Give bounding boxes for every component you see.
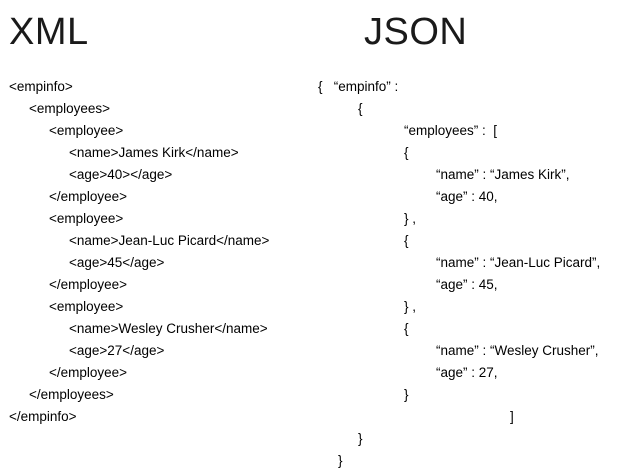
code-line: <name>Jean-Luc Picard</name> <box>69 233 270 248</box>
code-line: } <box>338 453 343 468</box>
code-line: } <box>404 387 409 402</box>
code-line: ] <box>510 409 514 424</box>
code-line: </empinfo> <box>9 409 77 424</box>
code-line: } , <box>404 211 417 226</box>
code-line: </employee> <box>49 365 128 380</box>
code-line: “age” : 27, <box>436 365 498 380</box>
code-line: <employee> <box>49 123 124 138</box>
code-line: “age” : 45, <box>436 277 498 292</box>
xml-heading: XML <box>9 11 89 53</box>
code-line: <age>45</age> <box>69 255 165 270</box>
code-line: { <box>358 101 363 116</box>
code-line: </employee> <box>49 277 128 292</box>
code-line: “employees” : [ <box>404 123 498 138</box>
code-line: <employees> <box>29 101 111 116</box>
code-line: <employee> <box>49 299 124 314</box>
code-line: “name” : “James Kirk”, <box>436 167 570 182</box>
code-line: <empinfo> <box>9 79 73 94</box>
code-line: <age>40></age> <box>69 167 173 182</box>
code-line: { <box>404 321 409 336</box>
code-line: { <box>404 145 409 160</box>
code-line: </employees> <box>29 387 114 402</box>
code-line: <name>James Kirk</name> <box>69 145 239 160</box>
code-line: } , <box>404 299 417 314</box>
code-line: } <box>358 431 363 446</box>
json-code-block: { “empinfo” : { “employees” : [ { “name” : “… <box>318 76 634 472</box>
code-line: <employee> <box>49 211 124 226</box>
xml-code-block: <empinfo> <employees> <employee> <name>Jame… <box>9 76 319 428</box>
code-line: “name” : “Jean-Luc Picard”, <box>436 255 601 270</box>
slide-canvas: XML JSON <empinfo><employees><employee><… <box>9 11 601 468</box>
code-line: { “empinfo” : <box>318 79 399 94</box>
code-line: <name>Wesley Crusher</name> <box>69 321 268 336</box>
code-line: “name” : “Wesley Crusher”, <box>436 343 599 358</box>
json-heading: JSON <box>364 11 468 53</box>
code-line: <age>27</age> <box>69 343 165 358</box>
code-line: “age” : 40, <box>436 189 498 204</box>
code-line: { <box>404 233 409 248</box>
code-line: </employee> <box>49 189 128 204</box>
